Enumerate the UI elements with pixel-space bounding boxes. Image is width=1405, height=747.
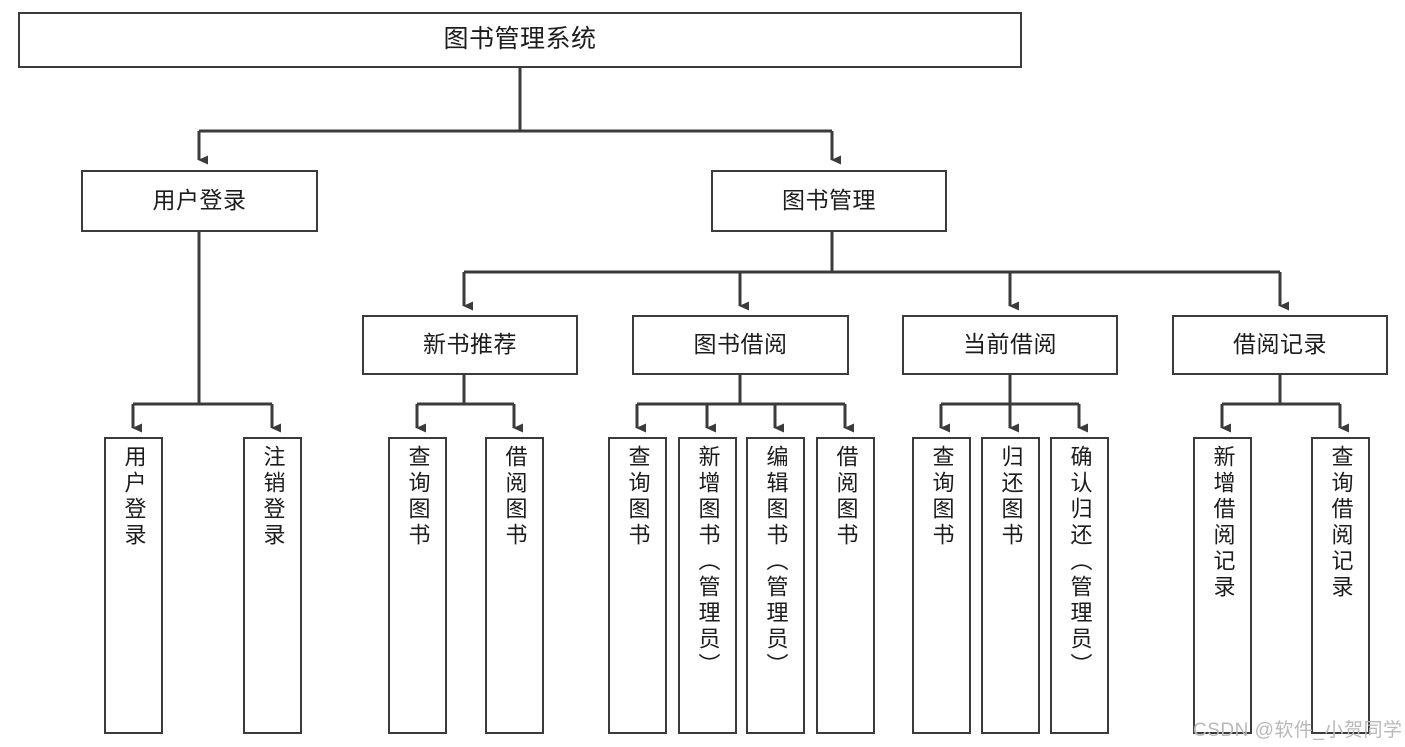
node-leaf-query-book-2-label: 查询图书: [625, 445, 651, 549]
node-leaf-borrow-book-1[interactable]: 借阅图书: [485, 437, 544, 734]
node-leaf-borrow-book-1-label: 借阅图书: [502, 445, 528, 549]
node-leaf-query-book-2[interactable]: 查询图书: [608, 437, 667, 734]
node-leaf-user-logout[interactable]: 注销登录: [243, 437, 302, 734]
node-leaf-user-login[interactable]: 用户登录: [104, 437, 163, 734]
node-leaf-user-logout-label: 注销登录: [260, 445, 286, 549]
node-leaf-edit-book-label: 编辑图书（管理员）: [763, 445, 789, 679]
node-book-borrow-label: 图书借阅: [693, 331, 788, 358]
node-leaf-query-book-3[interactable]: 查询图书: [912, 437, 971, 734]
node-new-book-recommend[interactable]: 新书推荐: [362, 315, 578, 375]
node-leaf-query-book-1-label: 查询图书: [405, 445, 431, 549]
node-root[interactable]: 图书管理系统: [18, 12, 1022, 68]
node-leaf-add-book[interactable]: 新增图书（管理员）: [678, 437, 737, 734]
node-book-borrow[interactable]: 图书借阅: [632, 315, 849, 375]
csdn-watermark: CSDN @软件_小贺同学: [1193, 720, 1403, 741]
node-new-book-recommend-label: 新书推荐: [423, 331, 517, 358]
node-borrow-record-label: 借阅记录: [1233, 331, 1327, 358]
node-user-login[interactable]: 用户登录: [81, 170, 318, 232]
node-leaf-add-record[interactable]: 新增借阅记录: [1193, 437, 1252, 734]
node-leaf-query-record[interactable]: 查询借阅记录: [1311, 437, 1370, 734]
node-leaf-return-book-label: 归还图书: [998, 445, 1024, 549]
node-leaf-add-record-label: 新增借阅记录: [1210, 445, 1236, 601]
node-leaf-return-book[interactable]: 归还图书: [981, 437, 1040, 734]
node-root-label: 图书管理系统: [443, 25, 597, 54]
node-book-management-label: 图书管理: [782, 187, 876, 214]
node-book-management[interactable]: 图书管理: [711, 170, 947, 232]
node-current-borrow[interactable]: 当前借阅: [902, 315, 1118, 375]
node-leaf-confirm-return[interactable]: 确认归还（管理员）: [1050, 437, 1109, 734]
node-leaf-query-book-1[interactable]: 查询图书: [388, 437, 447, 734]
node-leaf-query-book-3-label: 查询图书: [929, 445, 955, 549]
node-leaf-query-record-label: 查询借阅记录: [1328, 445, 1354, 601]
node-borrow-record[interactable]: 借阅记录: [1172, 315, 1388, 375]
node-leaf-borrow-book-2[interactable]: 借阅图书: [816, 437, 875, 734]
node-leaf-borrow-book-2-label: 借阅图书: [833, 445, 859, 549]
node-leaf-confirm-return-label: 确认归还（管理员）: [1067, 445, 1093, 679]
node-leaf-add-book-label: 新增图书（管理员）: [695, 445, 721, 679]
node-leaf-user-login-label: 用户登录: [121, 445, 147, 549]
node-leaf-edit-book[interactable]: 编辑图书（管理员）: [746, 437, 805, 734]
node-current-borrow-label: 当前借阅: [963, 331, 1057, 358]
node-user-login-label: 用户登录: [152, 187, 247, 214]
